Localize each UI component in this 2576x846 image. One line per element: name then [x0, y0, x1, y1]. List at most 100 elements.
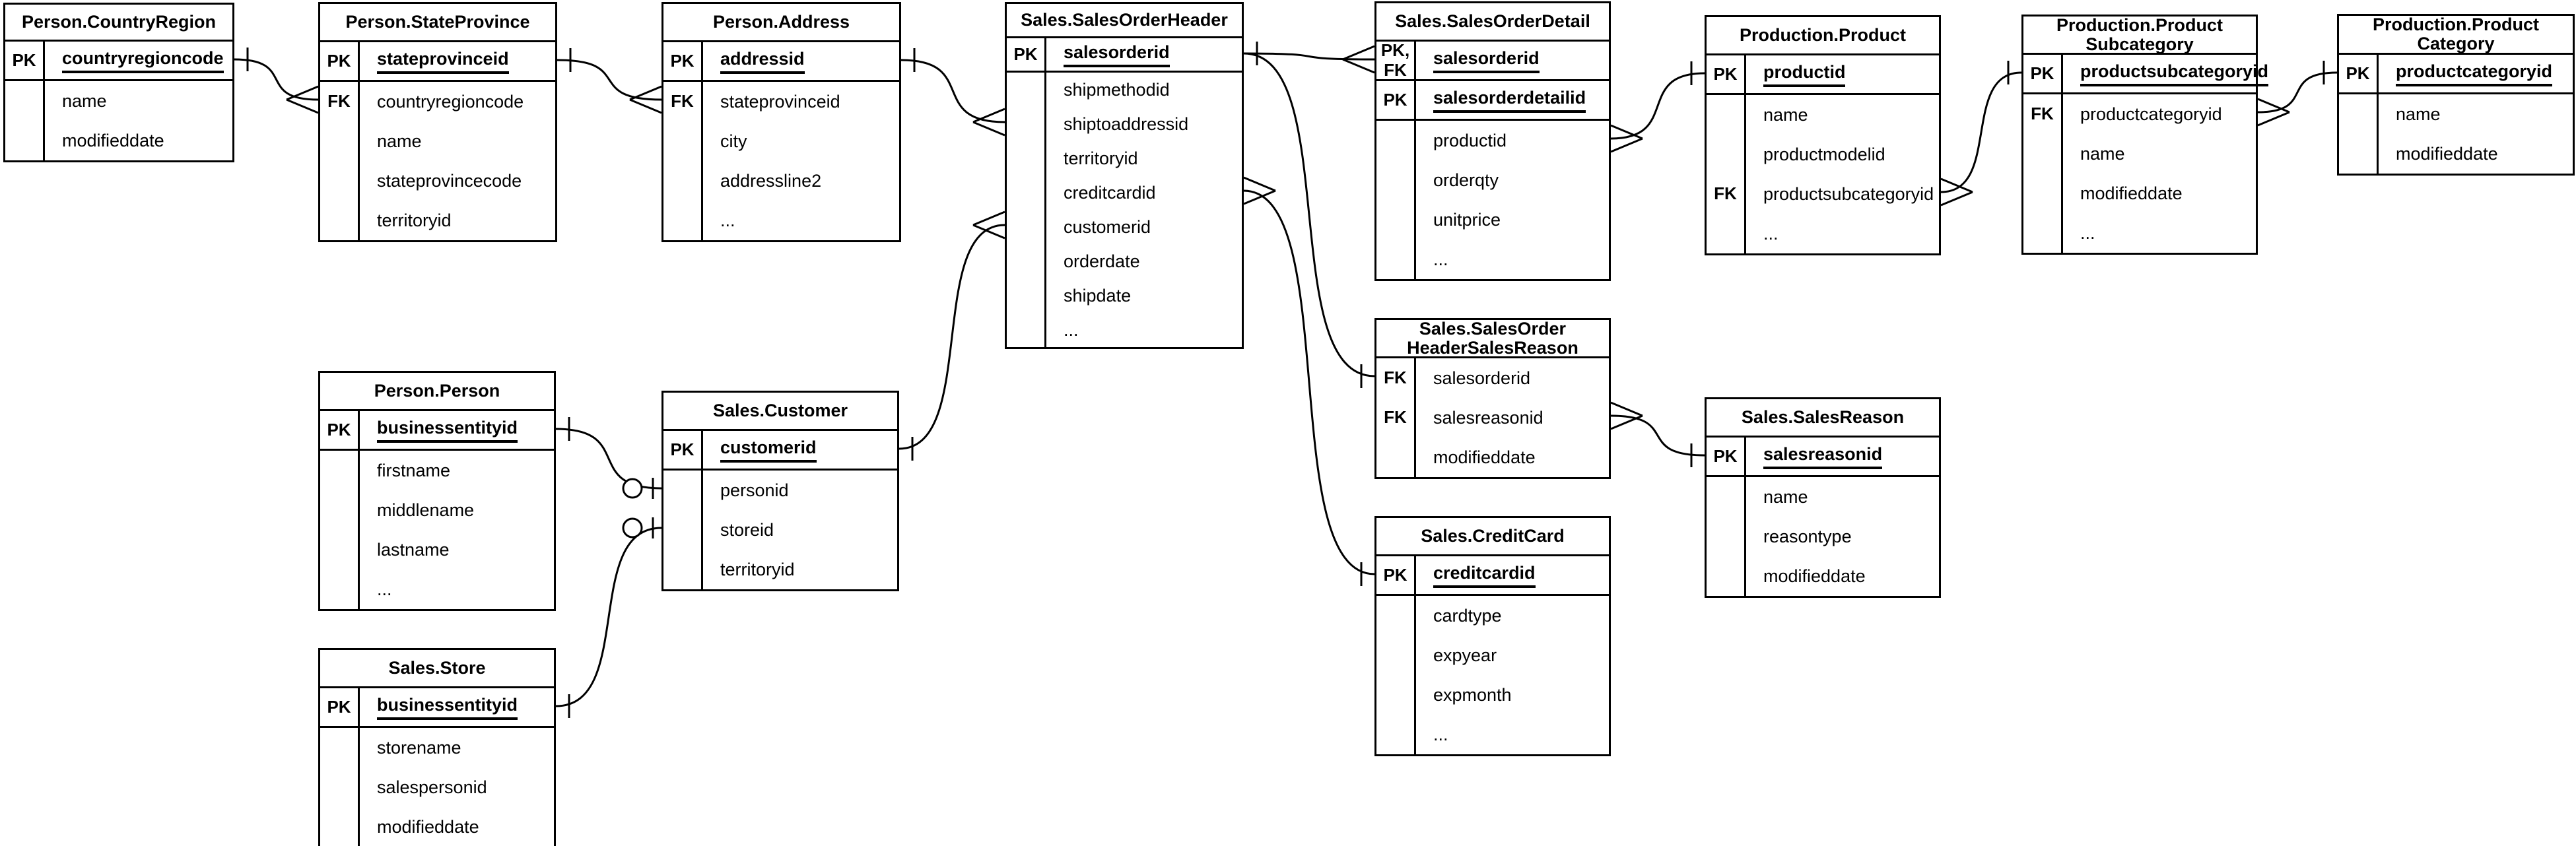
- field-name: creditcardid: [1416, 556, 1609, 594]
- key-label: PK: [1376, 81, 1416, 119]
- attribute-row: personid: [663, 471, 897, 510]
- relationship-11-to-zero-circle: [622, 517, 643, 538]
- attribute-row: ...: [1376, 715, 1609, 754]
- key-label: [1376, 596, 1416, 635]
- field-name: customerid: [1046, 210, 1242, 244]
- field-name-text: productid: [1433, 130, 1507, 150]
- field-name: salesreasonid: [1746, 438, 1939, 475]
- attribute-row: ...: [663, 201, 899, 240]
- field-name: ...: [1416, 715, 1609, 754]
- table-title-line: Production.Product: [2056, 15, 2223, 35]
- field-name: reasontype: [1746, 517, 1939, 556]
- attribute-row: stateprovincecode: [320, 161, 555, 201]
- relationship-7-from-many-crowfoot: [1610, 124, 1643, 153]
- key-label: FK: [1376, 398, 1416, 438]
- field-name-text: ...: [2080, 222, 2095, 243]
- key-label: PK: [320, 42, 360, 80]
- field-name-text: salesorderid: [1433, 48, 1540, 73]
- field-name: stateprovincecode: [360, 161, 555, 201]
- table-title: Person.Address: [663, 4, 899, 42]
- field-name: city: [703, 121, 899, 161]
- field-name: territoryid: [703, 550, 897, 589]
- key-label: [1707, 95, 1746, 135]
- table-title-line: Sales.SalesOrderDetail: [1395, 11, 1590, 32]
- relationship-Sales.Store-Sales.Customer: [555, 527, 662, 707]
- relationship-Sales.SalesOrderHeaderSalesReason-Sales.SalesReason: [1610, 414, 1705, 457]
- key-label: PK: [320, 411, 360, 449]
- key-label: [1007, 313, 1046, 347]
- key-label: [1376, 200, 1416, 240]
- relationship-Sales.Customer-Sales.SalesOrderHeader: [898, 224, 1005, 450]
- attribute-row: unitprice: [1376, 200, 1609, 240]
- field-name-text: modifieddate: [1763, 566, 1866, 586]
- field-name-text: productid: [1763, 62, 1846, 87]
- field-name-text: city: [720, 131, 747, 151]
- field-name-text: stateprovinceid: [720, 91, 840, 112]
- key-label: PK: [2023, 55, 2063, 92]
- field-name: expmonth: [1416, 675, 1609, 715]
- field-name-text: productcategoryid: [2080, 104, 2222, 124]
- key-label: [1007, 278, 1046, 313]
- table-title-line: Sales.SalesReason: [1741, 407, 1905, 428]
- table-title: Sales.SalesReason: [1707, 399, 1939, 438]
- field-name: name: [2063, 134, 2256, 174]
- key-label: [1376, 675, 1416, 715]
- table-title: Sales.CreditCard: [1376, 518, 1609, 556]
- field-name: ...: [360, 569, 554, 609]
- key-label: [1376, 715, 1416, 754]
- table-title-line: Subcategory: [2085, 34, 2194, 54]
- field-name: modifieddate: [1416, 438, 1609, 477]
- attribute-row: shipdate: [1007, 278, 1242, 313]
- field-name-text: productsubcategoryid: [2080, 61, 2269, 86]
- attribute-row: modifieddate: [1376, 438, 1609, 477]
- field-name-text: storeid: [720, 519, 774, 540]
- table-title-line: Sales.CreditCard: [1421, 526, 1565, 546]
- relationship-Sales.SalesOrderHeader-Sales.SalesOrderHeaderSalesReason: [1243, 52, 1375, 377]
- attribute-row: ...: [1007, 313, 1242, 347]
- key-label: [2023, 174, 2063, 213]
- field-name: name: [360, 121, 555, 161]
- attribute-row: creditcardid: [1007, 176, 1242, 210]
- field-name-text: ...: [377, 579, 392, 599]
- key-label: [1376, 160, 1416, 200]
- field-name-text: shipmethodid: [1064, 79, 1170, 100]
- field-name-text: middlename: [377, 500, 475, 520]
- field-name-text: stateprovincecode: [377, 170, 522, 191]
- field-name-text: creditcardid: [1064, 182, 1156, 203]
- key-label: [320, 121, 360, 161]
- field-name-text: personid: [720, 480, 789, 500]
- key-label: [1707, 477, 1746, 517]
- table-title-line: Person.CountryRegion: [21, 12, 217, 32]
- field-name-text: modifieddate: [2396, 143, 2498, 164]
- key-label: [1007, 176, 1046, 210]
- field-name: productcategoryid: [2379, 55, 2573, 92]
- attribute-row: name: [1707, 477, 1939, 517]
- key-label: [1707, 556, 1746, 596]
- field-name-text: ...: [720, 210, 735, 230]
- field-name-text: salesorderid: [1064, 42, 1170, 67]
- field-name: ...: [1746, 214, 1939, 253]
- table-title: Person.CountryRegion: [5, 5, 232, 42]
- relationship-0-to-many-crowfoot: [286, 85, 319, 114]
- field-name: ...: [703, 201, 899, 240]
- key-label: [320, 490, 360, 530]
- field-name: ...: [1416, 240, 1609, 279]
- table-title-line: Production.Product: [2373, 15, 2539, 35]
- field-name: modifieddate: [2063, 174, 2256, 213]
- key-label: PK: [1707, 55, 1746, 93]
- attribute-row: addressline2: [663, 161, 899, 201]
